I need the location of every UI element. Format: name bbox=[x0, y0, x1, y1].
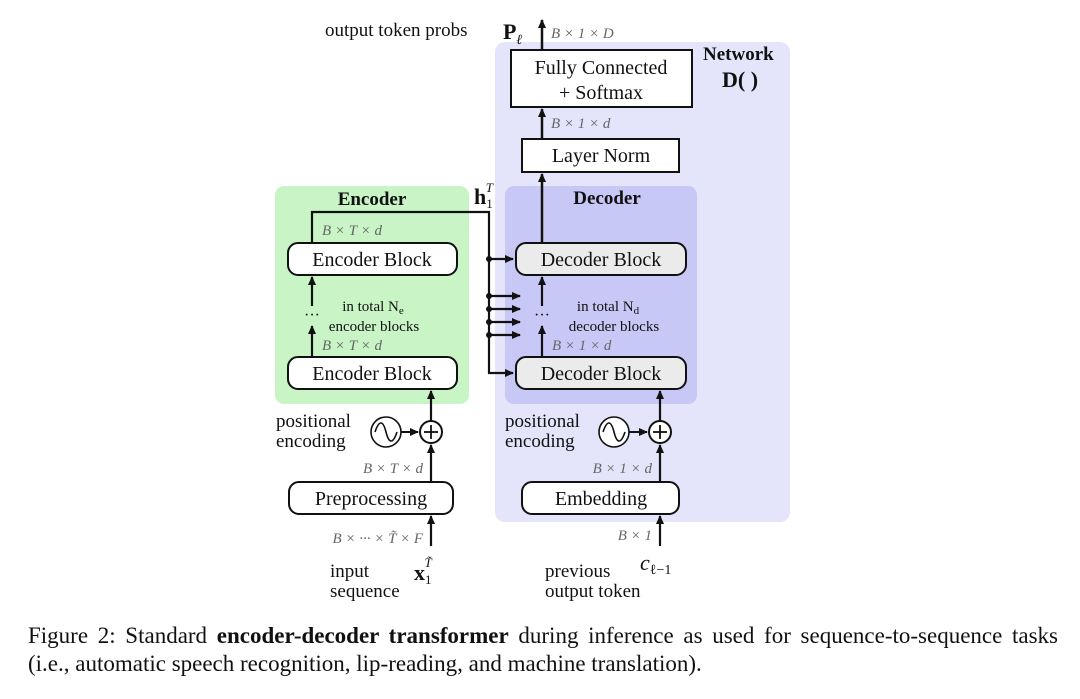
decoder-total-line1: in total Nd bbox=[577, 299, 640, 317]
encoder-output-connector bbox=[310, 210, 514, 377]
decoder-dots: ··· bbox=[534, 307, 550, 324]
fully-connected-softmax-box bbox=[510, 49, 693, 108]
decoder-region bbox=[505, 186, 697, 404]
decoder-block-top bbox=[515, 242, 687, 276]
decoder-mid-dim: B × 1 × d bbox=[552, 338, 612, 354]
encoder-sine-wave-icon bbox=[370, 416, 402, 448]
layer-norm-label: Layer Norm bbox=[552, 145, 651, 167]
decoder-title: Decoder bbox=[573, 188, 641, 209]
caption-bold: encoder-decoder transformer bbox=[216, 623, 509, 648]
previous-token-symbol: cℓ−1 bbox=[640, 550, 671, 578]
network-label: Network bbox=[703, 44, 774, 65]
encoder-total-line1: in total Ne bbox=[342, 299, 404, 317]
caption-prefix: Figure 2: Standard bbox=[28, 623, 217, 648]
decoder-pos-label-2: encoding bbox=[505, 431, 575, 452]
transformer-diagram: output token probs Pℓ B × 1 × D Network … bbox=[275, 19, 790, 602]
preprocessing-label: Preprocessing bbox=[315, 488, 427, 510]
encoder-add-icon bbox=[419, 420, 443, 444]
encoder-block-bottom-label: Encoder Block bbox=[312, 363, 431, 385]
decoder-emb-dim: B × 1 × d bbox=[593, 461, 653, 477]
previous-token-label-1: previous bbox=[545, 561, 610, 582]
fc-line1: Fully Connected bbox=[535, 57, 668, 79]
encoder-block-top bbox=[287, 242, 458, 276]
encoder-top-dim: B × T × d bbox=[322, 223, 382, 239]
encoder-input-dim: B × ··· × T̃ × F bbox=[332, 531, 423, 547]
encoder-title: Encoder bbox=[338, 189, 407, 210]
preprocessing-box bbox=[288, 481, 454, 515]
decoder-pos-label-1: positional bbox=[505, 411, 580, 432]
input-symbol: x1T̃ bbox=[414, 555, 433, 587]
hidden-state-symbol: h1T bbox=[474, 180, 494, 211]
encoder-dots: ··· bbox=[304, 307, 320, 324]
encoder-region bbox=[275, 186, 469, 404]
encoder-pre-dim: B × T × d bbox=[363, 461, 423, 477]
encoder-pos-label-2: encoding bbox=[276, 431, 346, 452]
output-dim: B × 1 × D bbox=[551, 26, 614, 42]
decoder-input-dim: B × 1 bbox=[618, 528, 652, 544]
fc-dim: B × 1 × d bbox=[551, 116, 611, 132]
embedding-label: Embedding bbox=[555, 488, 647, 510]
fc-line2: + Softmax bbox=[559, 82, 643, 104]
encoder-block-bottom bbox=[287, 356, 458, 390]
network-function: D( ) bbox=[722, 67, 758, 92]
decoder-block-bottom-label: Decoder Block bbox=[541, 363, 662, 385]
encoder-mid-dim: B × T × d bbox=[322, 338, 382, 354]
decoder-block-top-label: Decoder Block bbox=[541, 249, 662, 271]
embedding-box bbox=[521, 481, 680, 515]
decoder-block-bottom bbox=[515, 356, 687, 390]
input-label-1: input bbox=[330, 561, 370, 582]
decoder-add-icon bbox=[648, 420, 672, 444]
encoder-pos-label-1: positional bbox=[276, 411, 351, 432]
previous-token-label-2: output token bbox=[545, 581, 641, 602]
output-symbol: Pℓ bbox=[503, 19, 522, 48]
decoder-total-line2: decoder blocks bbox=[569, 319, 660, 335]
encoder-total-line2: encoder blocks bbox=[329, 319, 420, 335]
input-label-2: sequence bbox=[330, 581, 400, 602]
decoder-sine-wave-icon bbox=[598, 416, 630, 448]
caption-suffix: during inference as used for sequence-to… bbox=[28, 623, 1058, 676]
layer-norm-box bbox=[521, 138, 680, 173]
figure-caption: Figure 2: Standard encoder-decoder trans… bbox=[28, 622, 1058, 678]
encoder-block-top-label: Encoder Block bbox=[312, 249, 431, 271]
encoder-to-decoder-branches bbox=[486, 255, 521, 339]
output-token-probs-label: output token probs bbox=[325, 20, 468, 41]
